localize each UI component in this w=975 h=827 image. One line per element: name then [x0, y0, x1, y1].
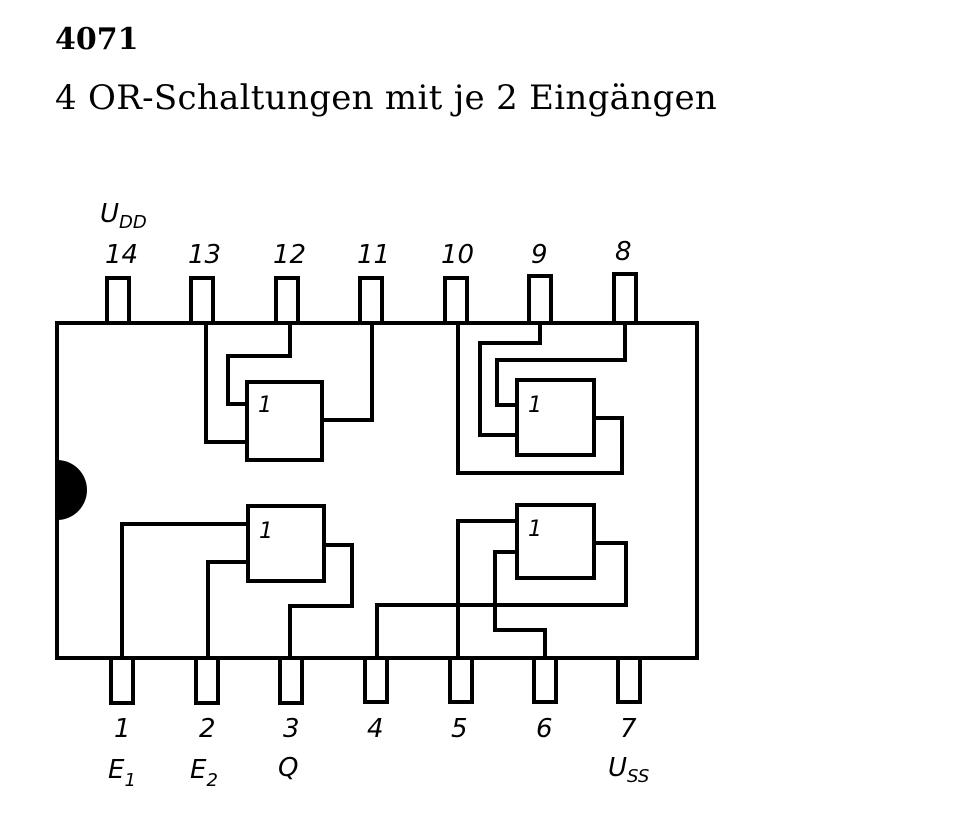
gate-d-symbol: 1 [528, 517, 542, 542]
e2-label: E2 [190, 755, 218, 791]
pin-12 [274, 276, 300, 325]
gate-a-symbol: 1 [258, 393, 272, 418]
pin-13 [189, 276, 215, 325]
pin-number-7: 7 [620, 714, 637, 744]
pin-14 [105, 276, 131, 325]
pin-10 [443, 276, 469, 325]
udd-label: UDD [100, 199, 147, 233]
wire-6-gate-d [493, 550, 547, 658]
chip-description: 4 OR-Schaltungen mit je 2 Eingängen [55, 78, 718, 118]
pin-number-2: 2 [199, 714, 216, 744]
pin-9 [527, 274, 553, 325]
gate-c-symbol: 1 [259, 519, 273, 544]
pin-2 [194, 656, 220, 705]
pin-number-3: 3 [283, 714, 300, 744]
pin-number-1: 1 [114, 714, 131, 744]
wire-9-gate-b [478, 323, 542, 437]
wire-5-gate-d [456, 519, 517, 658]
pin-11 [358, 276, 384, 325]
pin-number-13: 13 [188, 240, 221, 270]
pin-number-5: 5 [451, 714, 468, 744]
pin-7 [616, 656, 642, 704]
pin-1 [109, 656, 135, 705]
wire-gate-c-3 [288, 543, 354, 658]
bottom-pins [109, 656, 642, 705]
pin1-notch [57, 460, 87, 520]
uss-label: USS [608, 753, 649, 787]
wire-13-gate-a [204, 323, 247, 444]
pin-number-11: 11 [357, 240, 390, 270]
chip-number-title: 4071 [55, 22, 139, 57]
e1-label: E1 [108, 755, 136, 791]
top-pins [105, 272, 638, 325]
wire-gate-b-10 [456, 323, 624, 475]
pin-5 [448, 656, 474, 704]
pin-4 [363, 656, 389, 704]
pin-number-10: 10 [441, 240, 474, 270]
pin-8 [612, 272, 638, 325]
pin-number-8: 8 [615, 237, 632, 267]
wire-1-gate-c [120, 522, 248, 658]
pin-number-14: 14 [105, 240, 138, 270]
wire-8-gate-b [495, 323, 627, 407]
wire-2-gate-c [206, 560, 248, 658]
wire-gate-d-4 [375, 541, 628, 658]
gate-b-symbol: 1 [528, 393, 542, 418]
pin-3 [278, 656, 304, 705]
wire-gate-a-11 [322, 323, 374, 422]
wire-12-gate-a [226, 323, 292, 406]
pin-number-4: 4 [367, 714, 384, 744]
pin-number-9: 9 [531, 240, 548, 270]
pin-number-6: 6 [536, 714, 553, 744]
q-label: Q [278, 753, 298, 783]
pin-number-12: 12 [273, 240, 306, 270]
pin-6 [532, 656, 558, 704]
